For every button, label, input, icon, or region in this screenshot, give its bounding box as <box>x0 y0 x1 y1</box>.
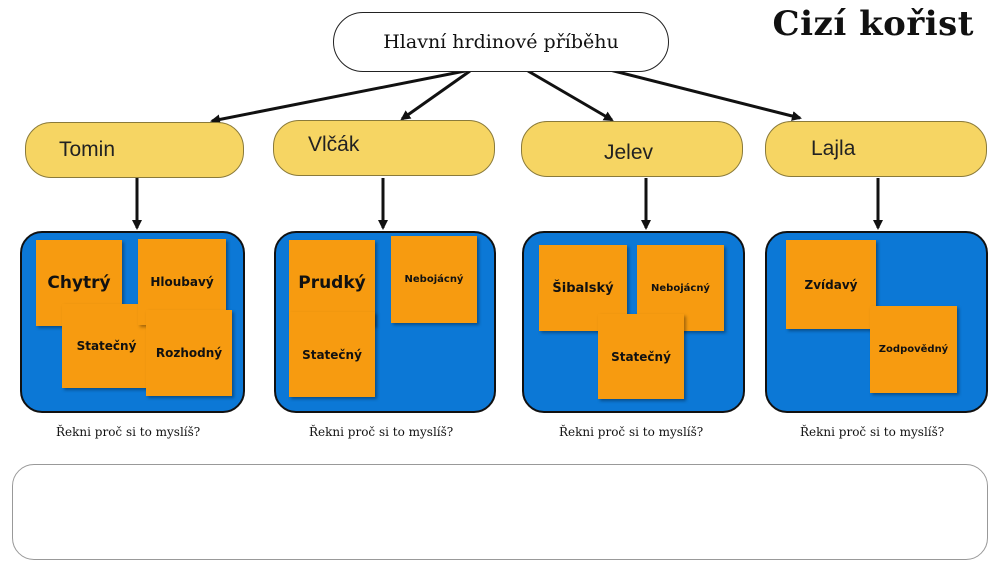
hero-node-lajla: Lajla <box>765 121 987 177</box>
trait-card: Zodpovědný <box>870 306 957 393</box>
hero-node-vlcak: Vlčák <box>273 120 495 176</box>
trait-card: Statečný <box>62 304 151 388</box>
page-title: Cizí kořist <box>772 4 974 44</box>
hero-node-tomin: Tomin <box>25 122 244 178</box>
arrow-root-to-vlcak <box>400 69 471 121</box>
trait-card: Prudký <box>289 240 375 326</box>
arrow-root-to-tomin <box>210 69 466 125</box>
hero-label-tomin: Tomin <box>59 138 116 161</box>
reason-prompt-jelev: Řekni proč si to myslíš? <box>559 425 704 439</box>
hero-node-jelev: Jelev <box>521 121 743 177</box>
root-label: Hlavní hrdinové příběhu <box>383 31 619 53</box>
trait-card: Nebojácný <box>391 236 477 323</box>
reason-prompt-lajla: Řekni proč si to myslíš? <box>800 425 945 439</box>
trait-card: Rozhodný <box>146 310 232 396</box>
trait-card: Šibalský <box>539 245 627 331</box>
trait-card: Statečný <box>598 314 684 399</box>
arrow-root-to-lajla <box>597 65 802 121</box>
answer-box[interactable] <box>12 464 988 560</box>
trait-card: Chytrý <box>36 240 122 326</box>
root-node: Hlavní hrdinové příběhu <box>333 12 669 72</box>
reason-prompt-tomin: Řekni proč si to myslíš? <box>56 425 201 439</box>
reason-prompt-vlcak: Řekni proč si to myslíš? <box>309 425 454 439</box>
hero-label-jelev: Jelev <box>604 141 654 164</box>
trait-card: Zvídavý <box>786 240 876 329</box>
hero-label-lajla: Lajla <box>811 137 856 160</box>
hero-label-vlcak: Vlčák <box>308 133 360 156</box>
arrow-root-to-jelev <box>527 69 614 122</box>
trait-card: Statečný <box>289 312 375 397</box>
